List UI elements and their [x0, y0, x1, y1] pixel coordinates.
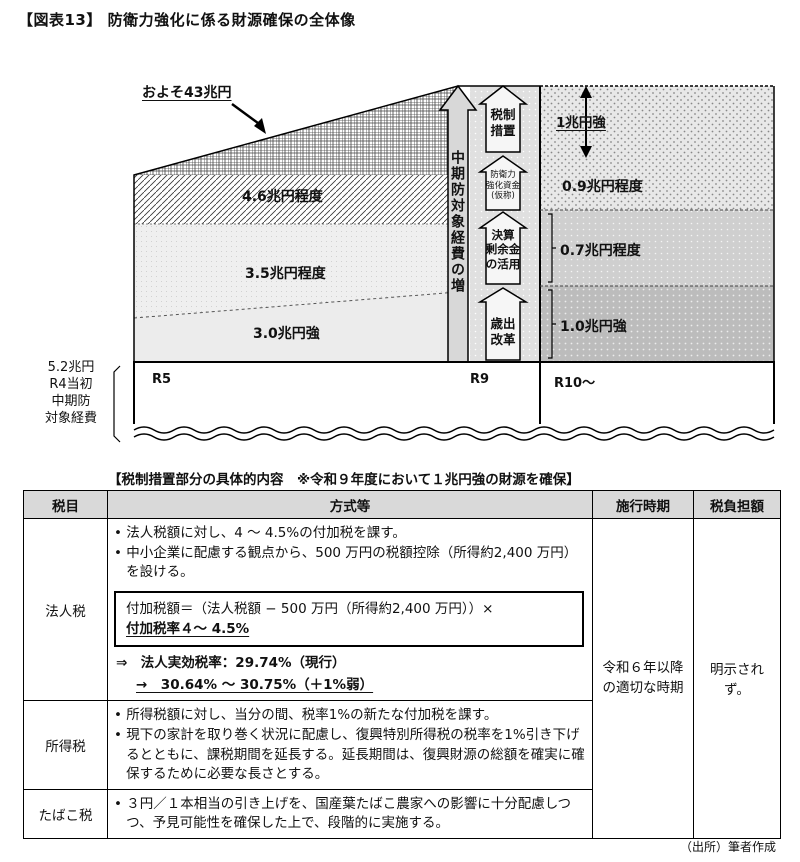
effective-rate-new: → 30.64% 〜 30.75%（＋1%弱） — [136, 676, 374, 693]
arrow-surplus — [477, 211, 529, 285]
method-income: • 所得税額に対し、当分の間、税率1%の新たな付加税を課す。 • 現下の家計を取… — [107, 700, 593, 790]
tax-name-income: 所得税 — [23, 700, 108, 790]
year-r10: R10〜 — [554, 376, 596, 391]
layer-3-5 — [134, 224, 458, 318]
figure-title: 【図表13】 防衛力強化に係る財源確保の全体像 — [18, 11, 356, 29]
layer-label-3-0: 3.0兆円強 — [253, 326, 320, 342]
amount-reform: 1.0兆円強 — [560, 319, 627, 335]
list-item: • ３円／１本相当の引き上げを、国産葉たばこ農家への影響に十分配慮しつつ、予見可… — [114, 795, 571, 832]
layer-label-4-6: 4.6兆円程度 — [242, 189, 323, 205]
method-corporate: • 法人税額に対し、4 〜 4.5%の付加税を課す。 • 中小企業に配慮する観点… — [107, 517, 593, 702]
source-label-reform: 歳出 改革 — [490, 316, 516, 347]
table-row-income: 所得税 • 所得税額に対し、当分の間、税率1%の新たな付加税を課す。 • 現下の… — [23, 700, 781, 790]
increase-label: 中期防対象経費の増 — [449, 150, 465, 294]
table-header-row: 税目 方式等 施行時期 税負担額 — [23, 490, 781, 519]
layer-4-6 — [134, 175, 458, 224]
year-r9: R9 — [470, 372, 490, 387]
list-item: • 法人税額に対し、4 〜 4.5%の付加税を課す。 — [114, 525, 406, 541]
amount-fund: 0.9兆円程度 — [562, 179, 643, 195]
formula-rate: 付加税率４〜 4.5% — [126, 620, 250, 637]
tax-name-corporate: 法人税 — [23, 517, 108, 702]
source-label-fund: 防衛力 強化資金 (仮称) — [485, 170, 520, 202]
list-item: • 中小企業に配慮する観点から、500 万円の税額控除（所得約2,400 万円）… — [114, 544, 578, 581]
effective-rate-current: ⇒ 法人実効税率：29.74%（現行） — [116, 655, 346, 672]
header-burden: 税負担額 — [693, 490, 781, 519]
list-item: • 所得税額に対し、当分の間、税率1%の新たな付加税を課す。 — [114, 707, 498, 724]
formula-box: 付加税額＝（法人税額 − 500 万円（所得約2,400 万円））× 付加税率４… — [114, 590, 584, 648]
arrow-fund — [477, 155, 529, 211]
formula-line: 付加税額＝（法人税額 − 500 万円（所得約2,400 万円））× — [126, 600, 494, 617]
amount-tax: 1兆円強 — [556, 115, 606, 131]
year-r5: R5 — [152, 372, 172, 387]
base-label: 5.2兆円 R4当初 中期防 対象経費 — [44, 360, 97, 426]
timing-cell: 令和６年以降の適切な時期 — [592, 518, 694, 839]
header-timing: 施行時期 — [592, 490, 694, 519]
tax-name-tobacco: たばこ税 — [23, 788, 108, 839]
method-tobacco: • ３円／１本相当の引き上げを、国産葉たばこ農家への影響に十分配慮しつつ、予見可… — [107, 788, 593, 839]
tax-measures-table: 税目 方式等 施行時期 税負担額 法人税 • 法人税額に対し、4 〜 4.5%の… — [23, 490, 781, 839]
source-label-tax: 税制 措置 — [490, 107, 516, 138]
source-note: （出所）筆者作成 — [679, 840, 776, 854]
burden-cell: 明示されず。 — [693, 518, 781, 839]
header-method: 方式等 — [107, 490, 593, 519]
funding-diagram — [113, 84, 775, 446]
layer-3-0 — [134, 292, 458, 362]
table-caption: 【税制措置部分の具体的内容 ※令和９年度において１兆円強の財源を確保】 — [108, 472, 580, 488]
increase-arrow — [438, 84, 478, 363]
header-tax-type: 税目 — [23, 490, 108, 519]
table-row-corporate: 法人税 • 法人税額に対し、4 〜 4.5%の付加税を課す。 • 中小企業に配慮… — [23, 517, 781, 839]
arrow-tax — [477, 85, 529, 153]
table-row-tobacco: たばこ税 • ３円／１本相当の引き上げを、国産葉たばこ農家への影響に十分配慮しつ… — [23, 788, 781, 839]
list-item: • 現下の家計を取り巻く状況に配慮し、復興特別所得税の税率を1%引き下げるととも… — [114, 726, 585, 783]
timeline-band — [133, 361, 775, 437]
peak-label: およそ43兆円 — [142, 85, 232, 101]
arrow-reform — [477, 287, 529, 361]
source-label-surplus: 決算 剰余金 の活用 — [485, 228, 521, 271]
amount-surplus: 0.7兆円程度 — [560, 243, 641, 259]
layer-label-3-5: 3.5兆円程度 — [245, 266, 326, 282]
